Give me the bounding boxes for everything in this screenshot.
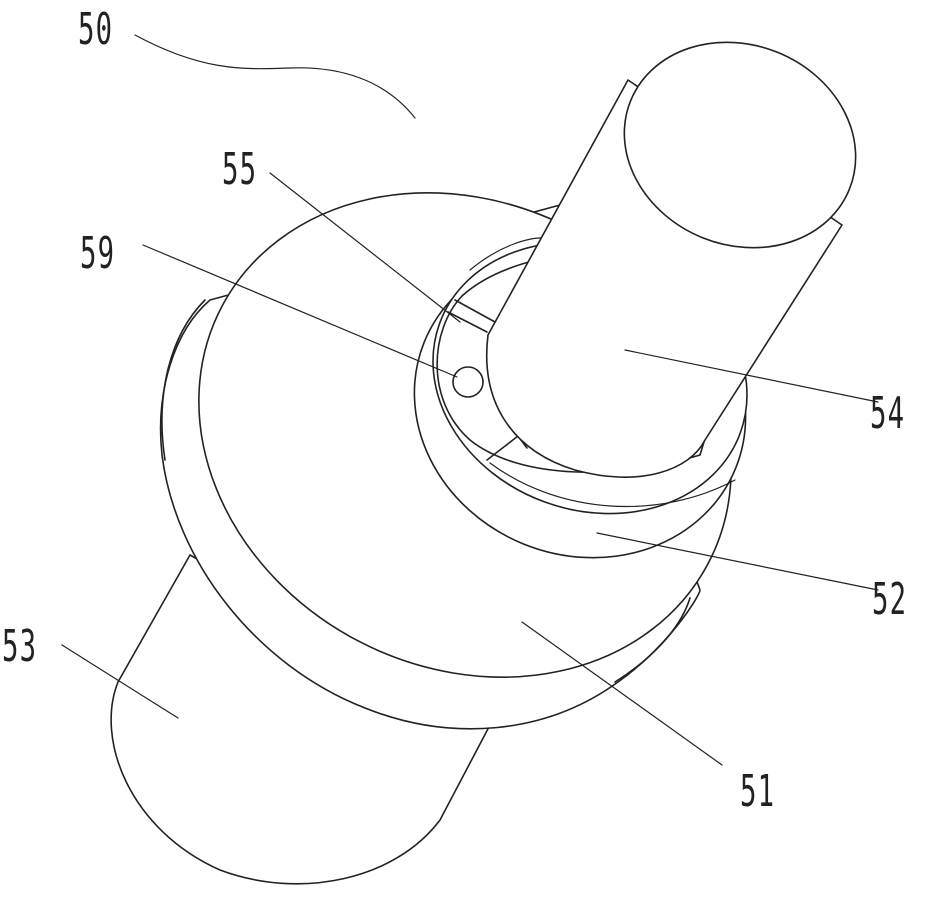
label-55: 55 xyxy=(222,144,258,195)
upper-shaft xyxy=(486,41,857,478)
leader-lines xyxy=(61,34,879,766)
label-59: 59 xyxy=(80,228,116,279)
leader-50 xyxy=(134,34,416,119)
leader-52 xyxy=(596,532,879,591)
label-53: 53 xyxy=(2,621,38,672)
leader-51 xyxy=(521,621,723,766)
leader-59 xyxy=(142,244,458,378)
label-50: 50 xyxy=(78,4,114,55)
hole-59 xyxy=(452,366,484,398)
leader-55 xyxy=(269,172,461,323)
leader-53 xyxy=(61,644,179,719)
label-54: 54 xyxy=(870,388,906,439)
label-51: 51 xyxy=(740,766,776,817)
leader-54 xyxy=(624,349,879,403)
lower-shaft xyxy=(110,554,491,885)
label-52: 52 xyxy=(872,574,908,625)
